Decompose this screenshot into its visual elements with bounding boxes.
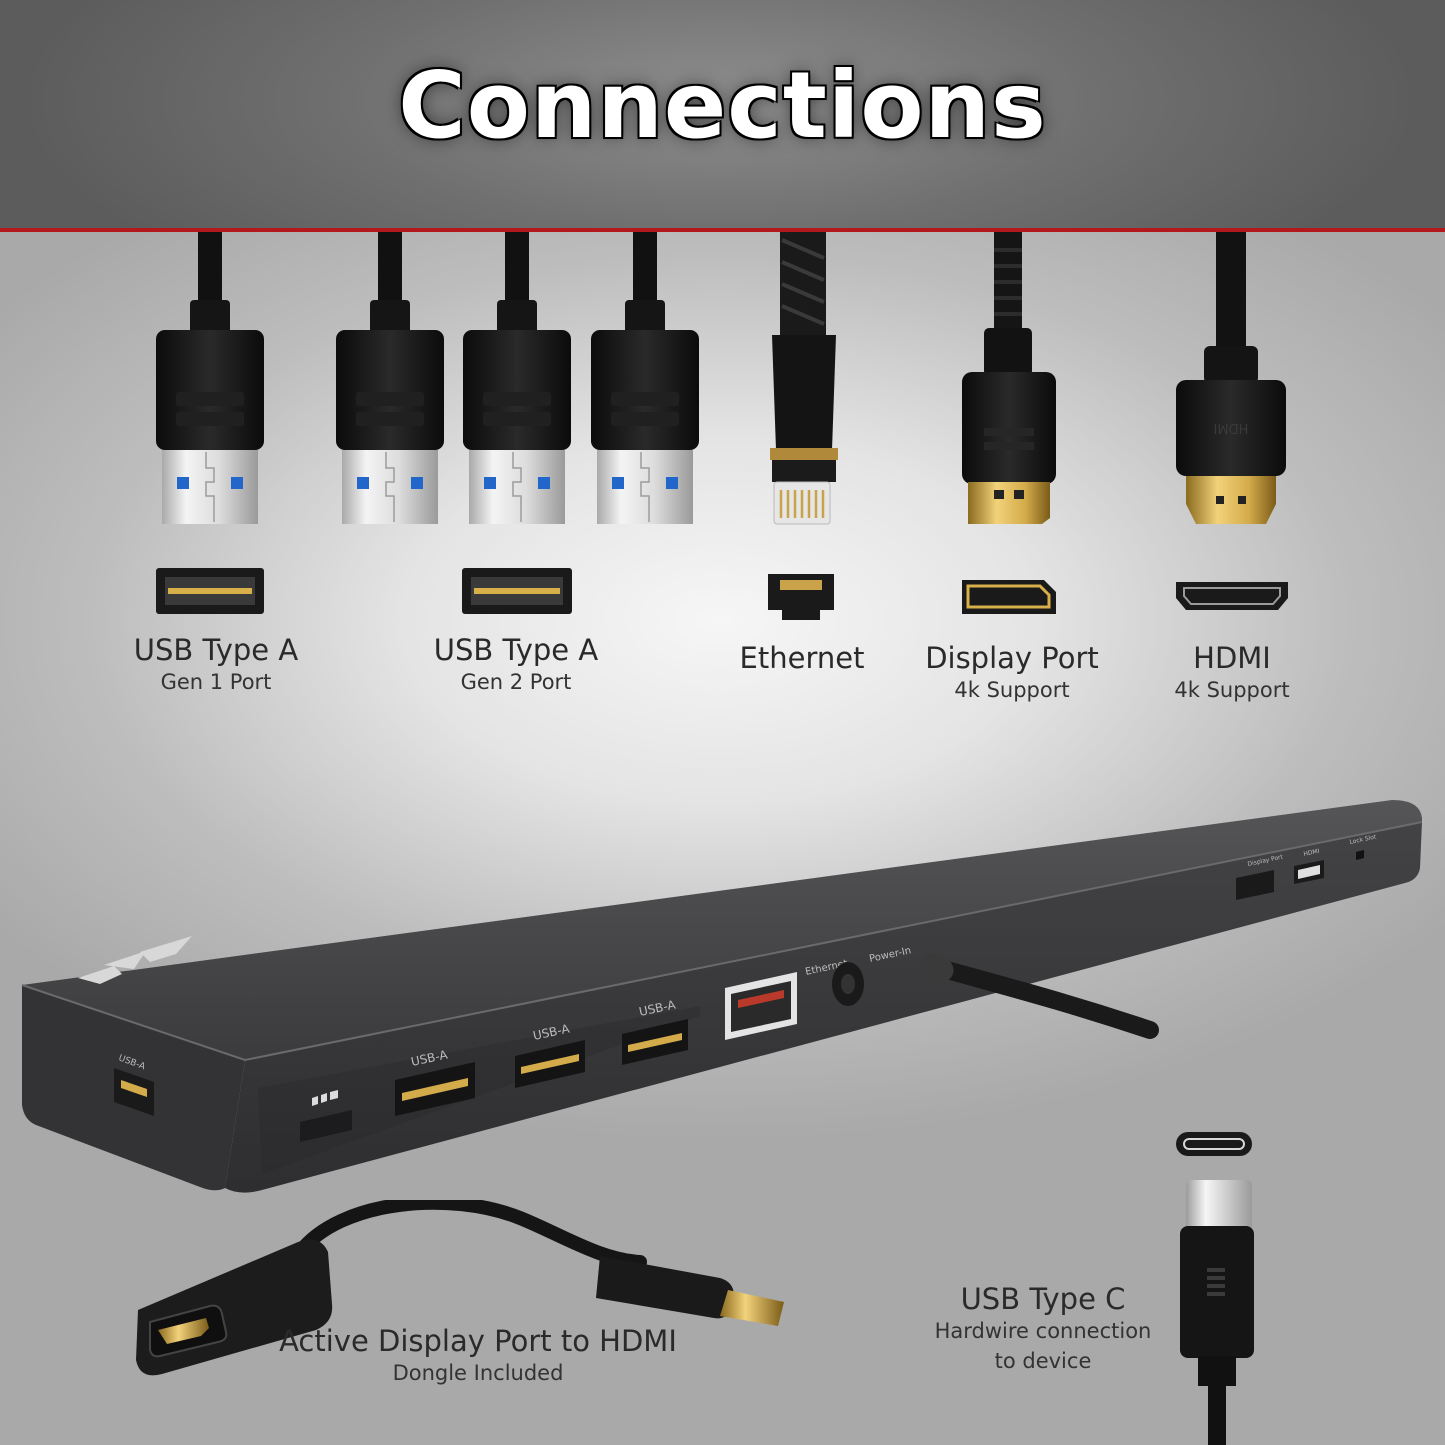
usb-a-plug-gen1	[155, 232, 265, 525]
power-button[interactable]	[300, 1110, 352, 1142]
ethernet-port-icon	[768, 574, 834, 620]
label-usb-c-sub-2: to device	[994, 1349, 1092, 1373]
displayport-plug	[962, 232, 1056, 524]
page-title: Connections	[398, 52, 1047, 159]
label-dongle-title: Active Display Port to HDMI	[279, 1324, 677, 1358]
label-dongle: Active Display Port to HDMI Dongle Inclu…	[278, 1324, 678, 1388]
usb-a-plug-gen2-3	[590, 232, 700, 525]
label-usb-gen1: USB Type A Gen 1 Port	[106, 633, 326, 697]
hdmi-plug: HDMI	[1176, 232, 1286, 524]
hdmi-port-icon	[1176, 582, 1288, 610]
usb-a-port-icon	[156, 568, 264, 614]
label-usb-gen2-sub: Gen 2 Port	[460, 670, 572, 694]
brand-logo-small	[312, 1090, 338, 1106]
label-dongle-sub: Dongle Included	[392, 1361, 564, 1385]
usb-c-cable	[931, 959, 1159, 1039]
usb-a-plug-gen2-2	[462, 232, 572, 525]
label-usb-c-title: USB Type C	[960, 1282, 1126, 1316]
label-hdmi-title: HDMI	[1193, 641, 1271, 675]
port-icons	[156, 568, 1288, 620]
label-usb-gen1-sub: Gen 1 Port	[160, 670, 272, 694]
dp-to-hdmi-dongle	[136, 1200, 784, 1376]
usb-a-plug-gen2-1	[335, 232, 445, 525]
label-displayport: Display Port 4k Support	[902, 641, 1122, 705]
label-displayport-title: Display Port	[925, 641, 1099, 675]
label-usb-c: USB Type C Hardwire connection to device	[912, 1282, 1174, 1376]
label-usb-gen2-title: USB Type A	[433, 633, 599, 667]
dock-lock-slot	[1356, 850, 1364, 860]
label-hdmi-sub: 4k Support	[1174, 678, 1290, 702]
label-usb-gen1-title: USB Type A	[133, 633, 299, 667]
cable-plugs-illustration: HDMI	[155, 232, 1286, 525]
ethernet-plug	[770, 232, 838, 525]
svg-text:HDMI: HDMI	[1214, 420, 1249, 435]
docking-station: USB-A USB-A USB-A USB-A Ethernet Power-I…	[21, 800, 1423, 1193]
label-usb-c-sub-1: Hardwire connection	[934, 1319, 1152, 1343]
label-usb-gen2: USB Type A Gen 2 Port	[406, 633, 626, 697]
label-ethernet-title: Ethernet	[739, 641, 865, 675]
label-displayport-sub: 4k Support	[954, 678, 1070, 702]
usb-c-plug-illustration	[1176, 1132, 1254, 1445]
dock-displayport-port	[1236, 870, 1274, 900]
svg-text:HDMI: HDMI	[1303, 848, 1320, 858]
usb-a-port-icon	[462, 568, 572, 614]
brand-logo	[78, 936, 192, 984]
header-banner: Connections	[0, 0, 1445, 232]
displayport-port-icon	[962, 580, 1056, 614]
label-hdmi: HDMI 4k Support	[1132, 641, 1332, 705]
label-ethernet: Ethernet	[702, 641, 902, 675]
usb-c-port-icon	[1176, 1132, 1252, 1156]
